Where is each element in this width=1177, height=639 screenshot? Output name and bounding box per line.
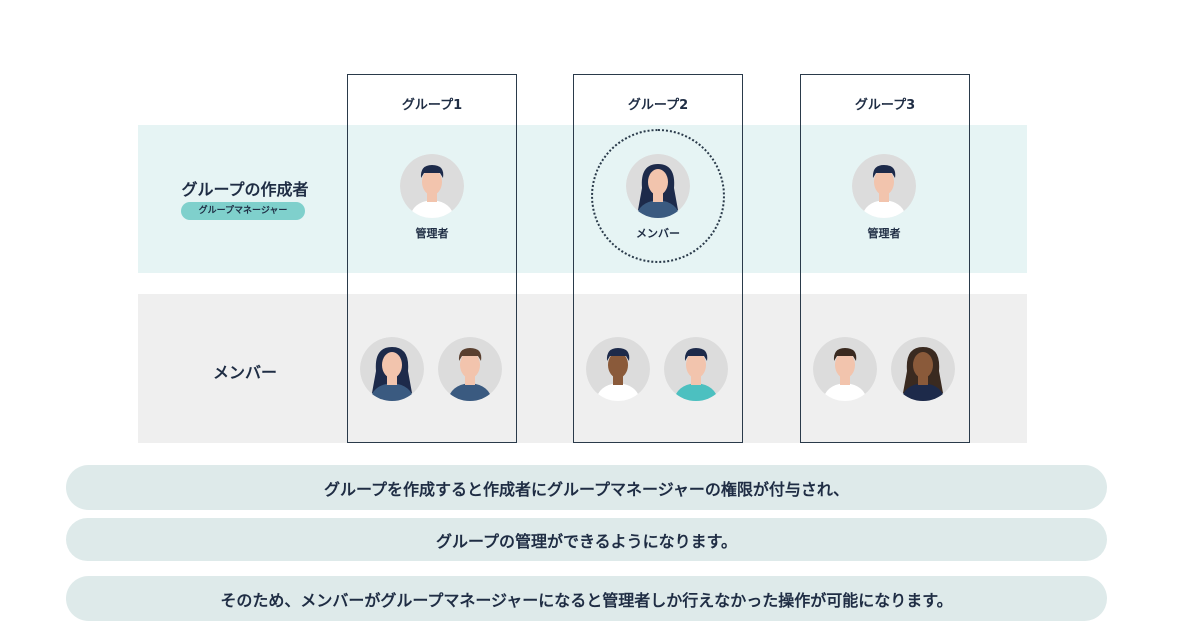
highlight-dashed-circle (591, 129, 725, 263)
group-3-column: グループ3 (800, 74, 970, 443)
person-avatar-icon (813, 337, 877, 401)
group-title: グループ2 (627, 98, 689, 113)
person-avatar-icon (852, 154, 916, 218)
member-row (138, 294, 1027, 443)
person-avatar-icon (586, 337, 650, 401)
caption-line-1: グループを作成すると作成者にグループマネージャーの権限が付与され、 (66, 465, 1107, 510)
person-avatar-icon (360, 337, 424, 401)
group-manager-badge: グループマネージャー (181, 202, 305, 220)
caption-line-3: そのため、メンバーがグループマネージャーになると管理者しか行えなかった操作が可能… (66, 576, 1107, 621)
group-title: グループ3 (854, 98, 916, 113)
creator-role-label: メンバー (636, 227, 680, 240)
creator-role-label: 管理者 (867, 227, 901, 240)
person-avatar-icon (664, 337, 728, 401)
person-avatar-icon (438, 337, 502, 401)
person-avatar-icon (626, 154, 690, 218)
member-row-label: メンバー (212, 363, 277, 382)
group-1-column: グループ1 (347, 74, 517, 443)
creator-role-label: 管理者 (415, 227, 449, 240)
caption-line-2: グループの管理ができるようになります。 (66, 518, 1107, 561)
group-title: グループ1 (401, 98, 463, 113)
creator-row-label: グループの作成者 (181, 180, 309, 199)
group-2-column: グループ2 (573, 74, 743, 443)
person-avatar-icon (891, 337, 955, 401)
person-avatar-icon (400, 154, 464, 218)
